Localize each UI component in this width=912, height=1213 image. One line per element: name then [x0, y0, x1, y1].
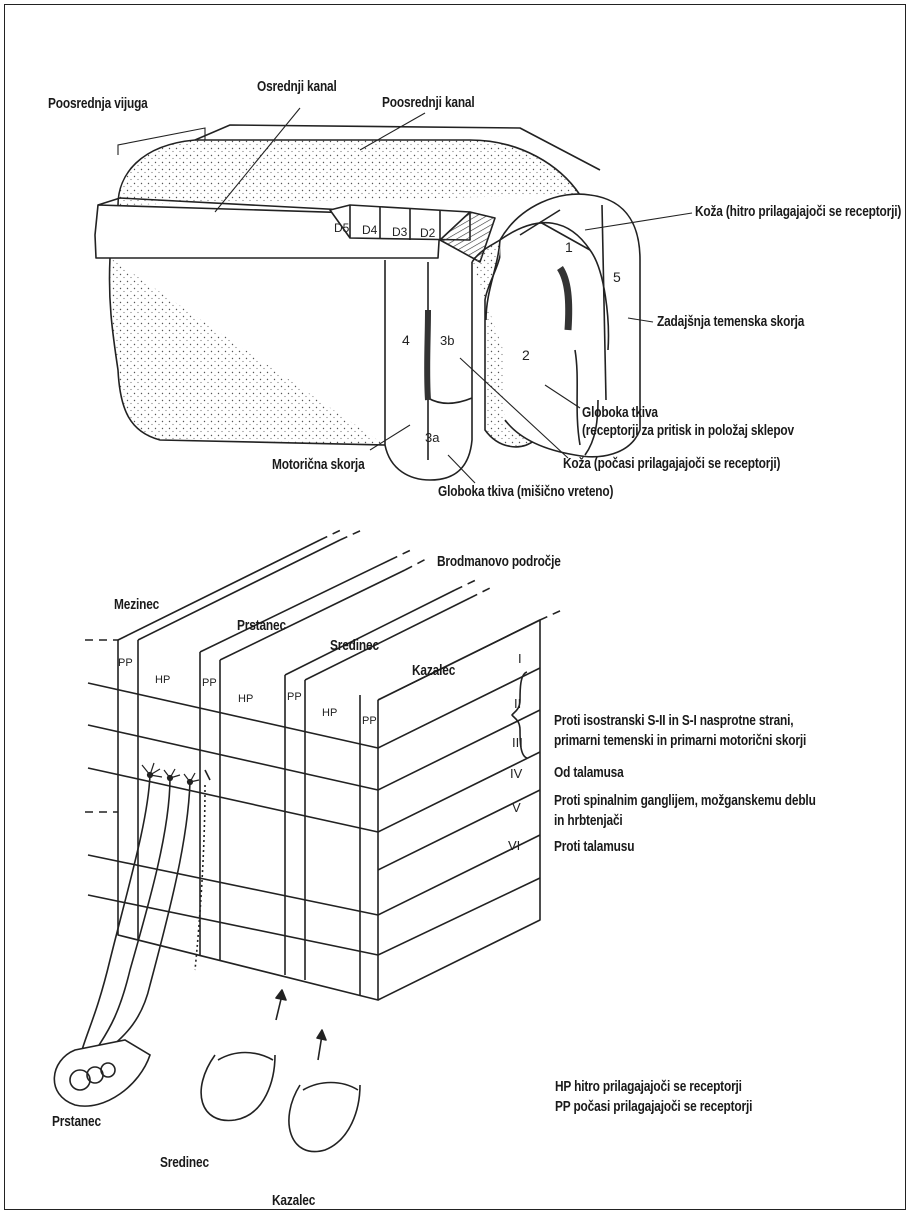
- layer-i-label: I: [518, 651, 522, 666]
- layer-v-label: V: [512, 800, 521, 815]
- layer-ii-label: II: [514, 696, 521, 711]
- area-5-label: 5: [613, 269, 621, 285]
- column-tag-hp-1: HP: [155, 674, 170, 686]
- label-sredinec-column: Sredinec: [330, 638, 379, 654]
- area-1-label: 1: [565, 239, 573, 255]
- label-kazalec-column: Kazalec: [412, 663, 456, 679]
- legend-pp: PP počasi prilagajajoči se receptorji: [555, 1099, 753, 1115]
- area-3a-label: 3a: [425, 430, 440, 445]
- label-finger-kazalec: Kazalec: [272, 1193, 316, 1209]
- label-globoka-tkiva-receptorji: (receptorji za pritisk in položaj sklepo…: [582, 423, 794, 439]
- label-poosrednja-vijuga: Poosrednja vijuga: [48, 96, 148, 112]
- label-proti-spinalnim-1: Proti spinalnim ganglijem, možganskemu d…: [554, 793, 816, 809]
- area-2-label: 2: [522, 347, 530, 363]
- strip-d4-label: D4: [362, 223, 378, 237]
- column-tag-hp-3: HP: [322, 707, 337, 719]
- area-4-label: 4: [402, 332, 410, 348]
- figure-frame: [4, 4, 906, 1210]
- label-brodmanovo-podrocje: Brodmanovo področje: [437, 554, 561, 570]
- area-3b-label: 3b: [440, 333, 454, 348]
- column-tag-pp-3: PP: [287, 691, 302, 703]
- label-motoricna-skorja: Motorična skorja: [272, 457, 365, 473]
- label-prstanec-column: Prstanec: [237, 618, 286, 634]
- column-tag-pp-2: PP: [202, 677, 217, 689]
- label-od-talamusa: Od talamusa: [554, 765, 624, 781]
- label-globoka-misicno: Globoka tkiva (mišično vreteno): [438, 484, 614, 500]
- label-proti-isostranski-1: Proti isostranski S-II in S-I nasprotne …: [554, 713, 794, 729]
- label-proti-talamusu: Proti talamusu: [554, 839, 635, 855]
- label-koza-pocasi: Koža (počasi prilagajajoči se receptorji…: [563, 456, 781, 472]
- label-proti-isostranski-2: primarni temenski in primarni motorični …: [554, 733, 807, 749]
- strip-d2-label: D2: [420, 226, 436, 240]
- label-zadajsnja-temenska: Zadajšnja temenska skorja: [657, 314, 805, 330]
- layer-iv-label: IV: [510, 766, 523, 781]
- strip-d3-label: D3: [392, 225, 408, 239]
- strip-d5-label: D5: [334, 221, 350, 235]
- label-globoka-tkiva: Globoka tkiva: [582, 405, 658, 421]
- label-koza-hitro: Koža (hitro prilagajajoči se receptorji): [695, 204, 902, 220]
- label-finger-sredinec: Sredinec: [160, 1155, 209, 1171]
- column-tag-pp-4: PP: [362, 715, 377, 727]
- legend-hp: HP hitro prilagajajoči se receptorji: [555, 1079, 742, 1095]
- column-tag-hp-2: HP: [238, 693, 253, 705]
- label-proti-spinalnim-2: in hrbtenjači: [554, 813, 623, 829]
- layer-vi-label: VI: [508, 838, 520, 853]
- label-mezinec: Mezinec: [114, 597, 160, 613]
- label-osrednji-kanal: Osrednji kanal: [257, 79, 337, 95]
- column-tag-pp-1: PP: [118, 657, 133, 669]
- label-finger-prstanec: Prstanec: [52, 1114, 101, 1130]
- label-poosrednji-kanal: Poosrednji kanal: [382, 95, 475, 111]
- layer-iii-label: III: [512, 735, 523, 750]
